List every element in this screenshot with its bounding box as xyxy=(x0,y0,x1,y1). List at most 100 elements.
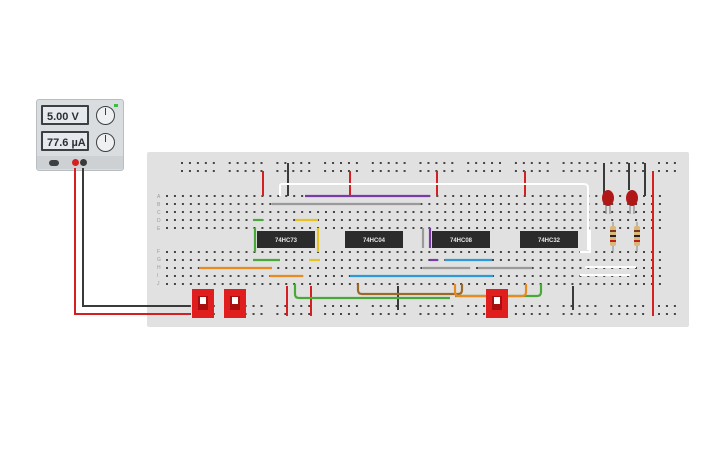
breadboard-hole[interactable] xyxy=(277,211,280,213)
breadboard-hole[interactable] xyxy=(571,259,574,261)
breadboard-hole[interactable] xyxy=(197,227,200,229)
breadboard-hole[interactable] xyxy=(444,203,447,205)
breadboard-hole[interactable] xyxy=(484,251,486,253)
breadboard-hole[interactable] xyxy=(371,170,374,172)
breadboard-hole[interactable] xyxy=(340,267,343,269)
breadboard-hole[interactable] xyxy=(522,313,525,315)
breadboard-hole[interactable] xyxy=(197,259,200,261)
breadboard-hole[interactable] xyxy=(420,203,423,205)
breadboard-hole[interactable] xyxy=(181,227,184,229)
breadboard-hole[interactable] xyxy=(245,195,248,197)
breadboard-hole[interactable] xyxy=(642,170,645,172)
breadboard-hole[interactable] xyxy=(428,211,431,213)
breadboard-hole[interactable] xyxy=(356,259,359,261)
breadboard-hole[interactable] xyxy=(196,170,199,172)
breadboard-hole[interactable] xyxy=(364,211,367,213)
breadboard-hole[interactable] xyxy=(595,227,598,229)
breadboard-hole[interactable] xyxy=(643,259,645,261)
breadboard-hole[interactable] xyxy=(483,170,486,172)
breadboard-hole[interactable] xyxy=(547,275,550,277)
breadboard-hole[interactable] xyxy=(332,313,335,315)
breadboard-hole[interactable] xyxy=(436,203,439,205)
breadboard-hole[interactable] xyxy=(428,219,431,221)
breadboard-hole[interactable] xyxy=(403,305,406,307)
breadboard-hole[interactable] xyxy=(213,259,216,261)
power-toggle-icon[interactable] xyxy=(49,160,59,166)
breadboard-hole[interactable] xyxy=(603,219,606,221)
breadboard-hole[interactable] xyxy=(635,275,638,277)
breadboard-hole[interactable] xyxy=(396,211,399,213)
breadboard-hole[interactable] xyxy=(197,203,200,205)
chip-74hc32[interactable]: 74HC32 xyxy=(520,231,578,248)
breadboard-hole[interactable] xyxy=(436,219,439,221)
breadboard-hole[interactable] xyxy=(539,227,542,229)
breadboard-hole[interactable] xyxy=(444,211,447,213)
breadboard-hole[interactable] xyxy=(284,170,287,172)
breadboard-hole[interactable] xyxy=(435,313,438,315)
breadboard-hole[interactable] xyxy=(356,267,359,269)
breadboard-hole[interactable] xyxy=(491,283,494,285)
breadboard-hole[interactable] xyxy=(181,267,184,269)
breadboard-hole[interactable] xyxy=(348,251,351,253)
breadboard-hole[interactable] xyxy=(340,170,342,172)
breadboard-hole[interactable] xyxy=(388,267,391,269)
breadboard-hole[interactable] xyxy=(546,305,549,307)
breadboard-hole[interactable] xyxy=(650,211,653,213)
breadboard-hole[interactable] xyxy=(181,219,184,221)
breadboard-hole[interactable] xyxy=(237,259,240,261)
breadboard-hole[interactable] xyxy=(412,259,415,261)
breadboard-hole[interactable] xyxy=(181,162,183,164)
breadboard-hole[interactable] xyxy=(237,275,240,277)
breadboard-hole[interactable] xyxy=(253,283,256,285)
breadboard-hole[interactable] xyxy=(563,195,566,197)
breadboard-hole[interactable] xyxy=(347,170,350,172)
breadboard-hole[interactable] xyxy=(451,313,454,315)
breadboard-hole[interactable] xyxy=(484,283,486,285)
breadboard-hole[interactable] xyxy=(395,170,398,172)
green-jumper[interactable] xyxy=(455,284,543,298)
breadboard-hole[interactable] xyxy=(403,170,406,172)
breadboard-hole[interactable] xyxy=(515,227,518,229)
breadboard-hole[interactable] xyxy=(531,283,534,285)
breadboard-hole[interactable] xyxy=(364,267,367,269)
breadboard-hole[interactable] xyxy=(204,170,207,172)
breadboard-hole[interactable] xyxy=(301,211,304,213)
breadboard-hole[interactable] xyxy=(444,251,447,253)
breadboard-hole[interactable] xyxy=(595,195,598,197)
breadboard-hole[interactable] xyxy=(611,211,614,213)
breadboard-hole[interactable] xyxy=(293,267,296,269)
breadboard-hole[interactable] xyxy=(205,219,208,221)
breadboard-hole[interactable] xyxy=(332,162,335,164)
breadboard-hole[interactable] xyxy=(419,313,422,315)
breadboard-hole[interactable] xyxy=(332,305,335,307)
breadboard-hole[interactable] xyxy=(531,227,534,229)
breadboard-hole[interactable] xyxy=(619,283,622,285)
breadboard-hole[interactable] xyxy=(530,313,533,315)
breadboard-hole[interactable] xyxy=(468,211,471,213)
breadboard-hole[interactable] xyxy=(444,227,447,229)
breadboard-hole[interactable] xyxy=(340,251,343,253)
breadboard-hole[interactable] xyxy=(340,211,343,213)
breadboard-hole[interactable] xyxy=(428,283,431,285)
breadboard-hole[interactable] xyxy=(197,267,200,269)
breadboard-hole[interactable] xyxy=(260,170,263,172)
breadboard-hole[interactable] xyxy=(325,259,327,261)
chip-74hc73[interactable]: 74HC73 xyxy=(257,231,315,248)
breadboard-hole[interactable] xyxy=(539,267,542,269)
breadboard-hole[interactable] xyxy=(547,219,550,221)
breadboard-hole[interactable] xyxy=(212,170,215,172)
breadboard-hole[interactable] xyxy=(627,227,630,229)
breadboard-hole[interactable] xyxy=(635,267,638,269)
breadboard-hole[interactable] xyxy=(189,195,192,197)
breadboard-hole[interactable] xyxy=(507,251,510,253)
breadboard-hole[interactable] xyxy=(635,219,638,221)
breadboard-hole[interactable] xyxy=(475,162,478,164)
resistor-1[interactable] xyxy=(610,222,616,252)
breadboard-hole[interactable] xyxy=(293,211,296,213)
breadboard-hole[interactable] xyxy=(475,170,478,172)
breadboard-hole[interactable] xyxy=(348,227,351,229)
breadboard-hole[interactable] xyxy=(189,211,192,213)
breadboard-hole[interactable] xyxy=(317,267,320,269)
breadboard-hole[interactable] xyxy=(244,162,247,164)
breadboard-hole[interactable] xyxy=(403,313,406,315)
